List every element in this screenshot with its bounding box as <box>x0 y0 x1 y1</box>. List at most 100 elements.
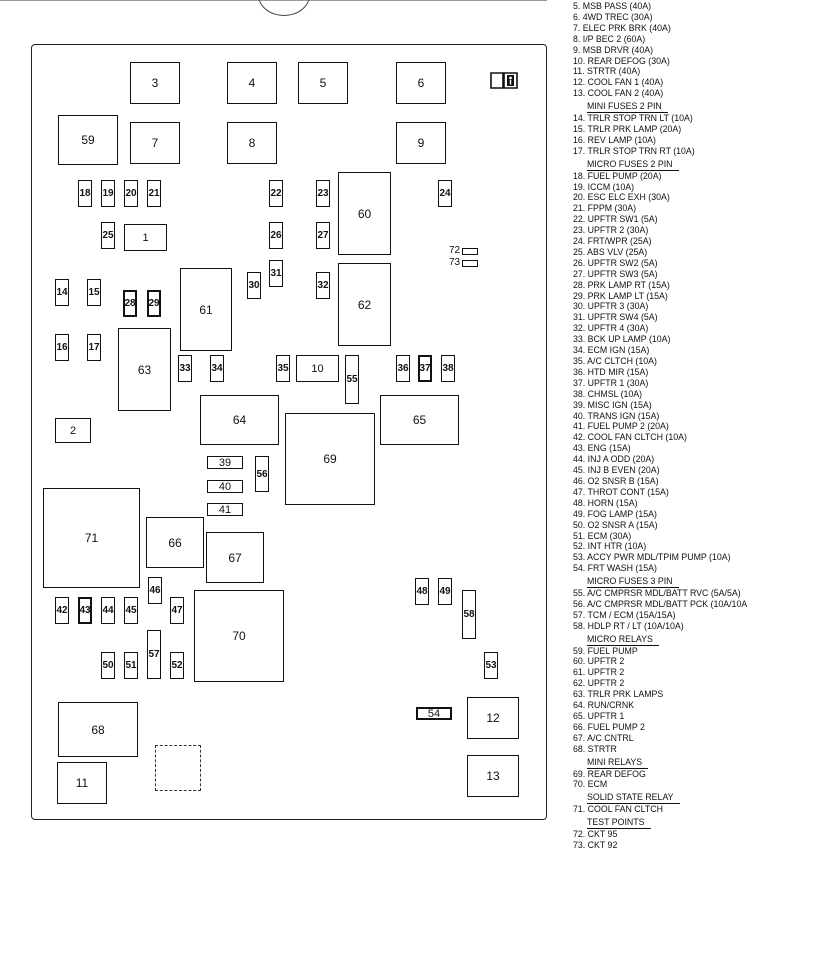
component-57: 57 <box>147 630 161 679</box>
legend-item: 59. FUEL PUMP <box>573 645 638 656</box>
component-14: 14 <box>55 279 69 306</box>
legend-section-header: TEST POINTS <box>573 815 818 830</box>
legend-item: 20. ESC ELC EXH (30A) <box>573 192 670 203</box>
legend-item: 35. A/C CLTCH (10A) <box>573 356 657 366</box>
component-7: 7 <box>130 122 180 164</box>
legend-item: 63. TRLR PRK LAMPS <box>573 689 664 700</box>
legend-item: 44. INJ A ODD (20A) <box>573 454 655 465</box>
test-point-label-73: 73 <box>449 257 461 268</box>
owner-manual-book-icon <box>490 72 518 89</box>
legend-item: 21. FPPM (30A) <box>573 203 637 214</box>
legend-item: 19. ICCM (10A) <box>573 181 635 192</box>
legend-item: 46. O2 SNSR B (15A) <box>573 475 659 486</box>
component-4: 4 <box>227 62 277 104</box>
legend-item: 30. UPFTR 3 (30A) <box>573 301 649 312</box>
component-39: 39 <box>207 456 243 469</box>
component-16: 16 <box>55 334 69 361</box>
legend-item: 11. STRTR (40A) <box>573 66 641 77</box>
component-40: 40 <box>207 480 243 493</box>
legend-item: 38. CHMSL (10A) <box>573 388 643 399</box>
component-21: 21 <box>147 180 161 207</box>
component-2: 2 <box>55 418 91 443</box>
component-26: 26 <box>269 222 283 249</box>
component-58: 58 <box>462 590 476 639</box>
fuse-block-outline <box>31 44 547 820</box>
legend-item: 28. PRK LAMP RT (15A) <box>573 279 670 290</box>
legend-item: 65. UPFTR 1 <box>573 711 625 721</box>
component-62: 62 <box>338 263 391 346</box>
legend-item: 27. UPFTR SW3 (5A) <box>573 268 658 279</box>
legend-item: 43. ENG (15A) <box>573 443 631 454</box>
legend-item: 13. COOL FAN 2 (40A) <box>573 88 664 99</box>
legend-item: 72. CKT 95 <box>573 829 618 840</box>
legend-item: 58. HDLP RT / LT (10A/10A) <box>573 620 684 631</box>
component-22: 22 <box>269 180 283 207</box>
legend-item: 31. UPFTR SW4 (5A) <box>573 312 658 323</box>
legend-item: 66. FUEL PUMP 2 <box>573 721 645 732</box>
component-73 <box>462 260 478 267</box>
legend-item: 22. UPFTR SW1 (5A) <box>573 214 658 225</box>
legend-section-header-text: MINI FUSES 2 PIN <box>587 101 668 114</box>
component-67: 67 <box>206 532 264 583</box>
component-69: 69 <box>285 413 375 505</box>
component-56: 56 <box>255 456 269 492</box>
component-55: 55 <box>345 355 359 404</box>
component-50: 50 <box>101 652 115 679</box>
legend-section-header: MINI FUSES 2 PIN <box>573 99 818 114</box>
legend-item: 70. ECM <box>573 779 608 790</box>
component-25: 25 <box>101 222 115 249</box>
component-63: 63 <box>118 328 171 411</box>
legend-section-header: SOLID STATE RELAY <box>573 790 818 805</box>
component-51: 51 <box>124 652 138 679</box>
legend-item: 10. REAR DEFOG (30A) <box>573 55 670 66</box>
legend-section-header-text: MICRO FUSES 3 PIN <box>587 576 679 589</box>
component-27: 27 <box>316 222 330 249</box>
legend-item: 5. MSB PASS (40A) <box>573 1 652 11</box>
component-10: 10 <box>296 355 339 382</box>
component-24: 24 <box>438 180 452 207</box>
component-20: 20 <box>124 180 138 207</box>
component-43: 43 <box>78 597 92 624</box>
legend-item: 42. COOL FAN CLTCH (10A) <box>573 432 687 443</box>
legend-item: 8. I/P BEC 2 (60A) <box>573 33 646 44</box>
empty-position-outline <box>155 745 201 791</box>
component-72 <box>462 248 478 255</box>
component-45: 45 <box>124 597 138 624</box>
legend-item: 71. COOL FAN CLTCH <box>573 804 663 815</box>
legend-item: 34. ECM IGN (15A) <box>573 345 650 356</box>
legend-item: 15. TRLR PRK LAMP (20A) <box>573 123 682 134</box>
component-13: 13 <box>467 755 519 797</box>
legend-section-header: MICRO FUSES 2 PIN <box>573 157 818 171</box>
legend-section-header: MICRO FUSES 3 PIN <box>573 574 818 589</box>
component-53: 53 <box>484 652 498 679</box>
component-52: 52 <box>170 652 184 679</box>
legend-item: 61. UPFTR 2 <box>573 667 625 678</box>
legend-item: 40. TRANS IGN (15A) <box>573 410 660 421</box>
legend-item: 67. A/C CNTRL <box>573 732 634 743</box>
legend-item: 47. THROT CONT (15A) <box>573 486 669 497</box>
legend-item: 14. TRLR STOP TRN LT (10A) <box>573 113 693 124</box>
legend-item: 54. FRT WASH (15A) <box>573 563 657 574</box>
legend-section-header: MICRO RELAYS <box>573 632 818 646</box>
legend-section-header-text: MICRO RELAYS <box>587 634 659 646</box>
legend-item: 41. FUEL PUMP 2 (20A) <box>573 421 669 432</box>
fuse-legend: 5. MSB PASS (40A)6. 4WD TREC (30A)7. ELE… <box>573 1 818 851</box>
legend-item: 62. UPFTR 2 <box>573 678 625 689</box>
legend-item: 45. INJ B EVEN (20A) <box>573 465 660 476</box>
component-54: 54 <box>416 707 452 720</box>
legend-item: 16. REV LAMP (10A) <box>573 134 656 145</box>
component-48: 48 <box>415 578 429 605</box>
legend-section-header-text: TEST POINTS <box>587 817 651 830</box>
component-19: 19 <box>101 180 115 207</box>
component-28: 28 <box>123 290 137 317</box>
component-47: 47 <box>170 597 184 624</box>
component-61: 61 <box>180 268 232 351</box>
component-9: 9 <box>396 122 446 164</box>
component-31: 31 <box>269 260 283 287</box>
component-6: 6 <box>396 62 446 104</box>
component-3: 3 <box>130 62 180 104</box>
legend-item: 33. BCK UP LAMP (10A) <box>573 334 671 345</box>
legend-item: 32. UPFTR 4 (30A) <box>573 323 649 334</box>
legend-section-header: MINI RELAYS <box>573 755 818 769</box>
legend-item: 56. A/C CMPRSR MDL/BATT PCK (10A/10A <box>573 598 748 609</box>
